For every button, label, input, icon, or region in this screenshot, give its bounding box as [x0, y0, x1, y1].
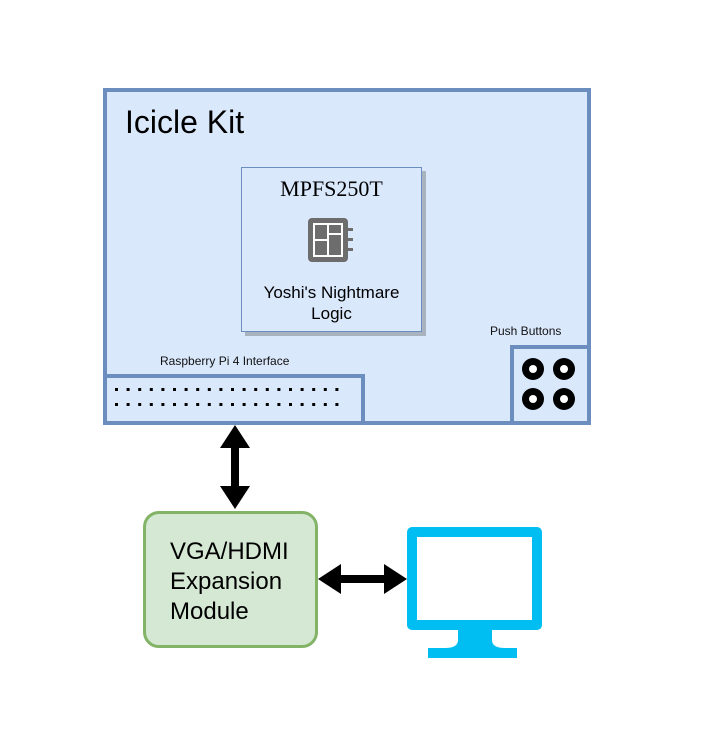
header-pin — [184, 388, 188, 391]
push-button-icon — [553, 388, 575, 410]
header-pin — [126, 388, 130, 391]
module-label-line-2: Expansion — [170, 568, 283, 595]
module-label-line-3: Module — [170, 598, 249, 625]
chip-icon — [306, 216, 354, 264]
header-pin — [126, 403, 130, 406]
header-pin — [277, 388, 281, 391]
header-pin — [138, 403, 142, 406]
header-pin — [242, 403, 246, 406]
header-pin — [335, 388, 339, 391]
rpi-header-pins — [115, 388, 339, 406]
push-button-icon — [522, 358, 544, 380]
header-pin — [173, 388, 176, 391]
header-pin — [289, 403, 292, 406]
header-pin — [207, 388, 211, 391]
chip-part-number: MPFS250T — [280, 176, 383, 201]
module-label: VGA/HDMI Expansion Module — [170, 537, 289, 627]
chip-label: Yoshi's Nightmare Logic — [241, 282, 422, 324]
header-pin — [149, 403, 153, 406]
push-buttons-label: Push Buttons — [490, 324, 562, 338]
header-pin — [265, 388, 269, 391]
module-label-line-1: VGA/HDMI — [170, 538, 289, 565]
header-pin — [323, 403, 327, 406]
vga-hdmi-expansion-module — [143, 511, 318, 648]
push-button-icon — [553, 358, 575, 380]
header-pin — [115, 403, 118, 406]
chip-label-line-2: Logic — [311, 304, 352, 323]
chip-label-line-1: Yoshi's Nightmare — [263, 283, 400, 302]
rpi-interface-label: Raspberry Pi 4 Interface — [160, 354, 290, 368]
header-pin — [242, 388, 246, 391]
push-buttons-block — [510, 345, 591, 425]
header-pin — [254, 403, 258, 406]
header-pin — [289, 388, 292, 391]
monitor-icon — [407, 527, 542, 658]
header-pin — [312, 388, 316, 391]
header-pin — [219, 388, 223, 391]
header-pin — [219, 403, 223, 406]
header-pin — [277, 403, 281, 406]
push-button-icon — [522, 388, 544, 410]
header-pin — [323, 388, 327, 391]
header-pin — [265, 403, 269, 406]
header-pin — [196, 403, 200, 406]
rpi-to-module-arrow — [220, 425, 250, 509]
board-title: Icicle Kit — [125, 104, 245, 140]
header-pin — [173, 403, 176, 406]
header-pin — [300, 388, 304, 391]
header-pin — [184, 403, 188, 406]
header-pin — [161, 403, 165, 406]
header-pin — [161, 388, 165, 391]
header-pin — [231, 403, 234, 406]
header-pin — [254, 388, 258, 391]
rpi-interface-header — [103, 374, 365, 425]
header-pin — [300, 403, 304, 406]
header-pin — [231, 388, 234, 391]
module-to-monitor-arrow — [318, 564, 407, 594]
header-pin — [207, 403, 211, 406]
header-pin — [196, 388, 200, 391]
header-pin — [149, 388, 153, 391]
header-pin — [115, 388, 118, 391]
header-pin — [138, 388, 142, 391]
header-pin — [312, 403, 316, 406]
header-pin — [335, 403, 339, 406]
